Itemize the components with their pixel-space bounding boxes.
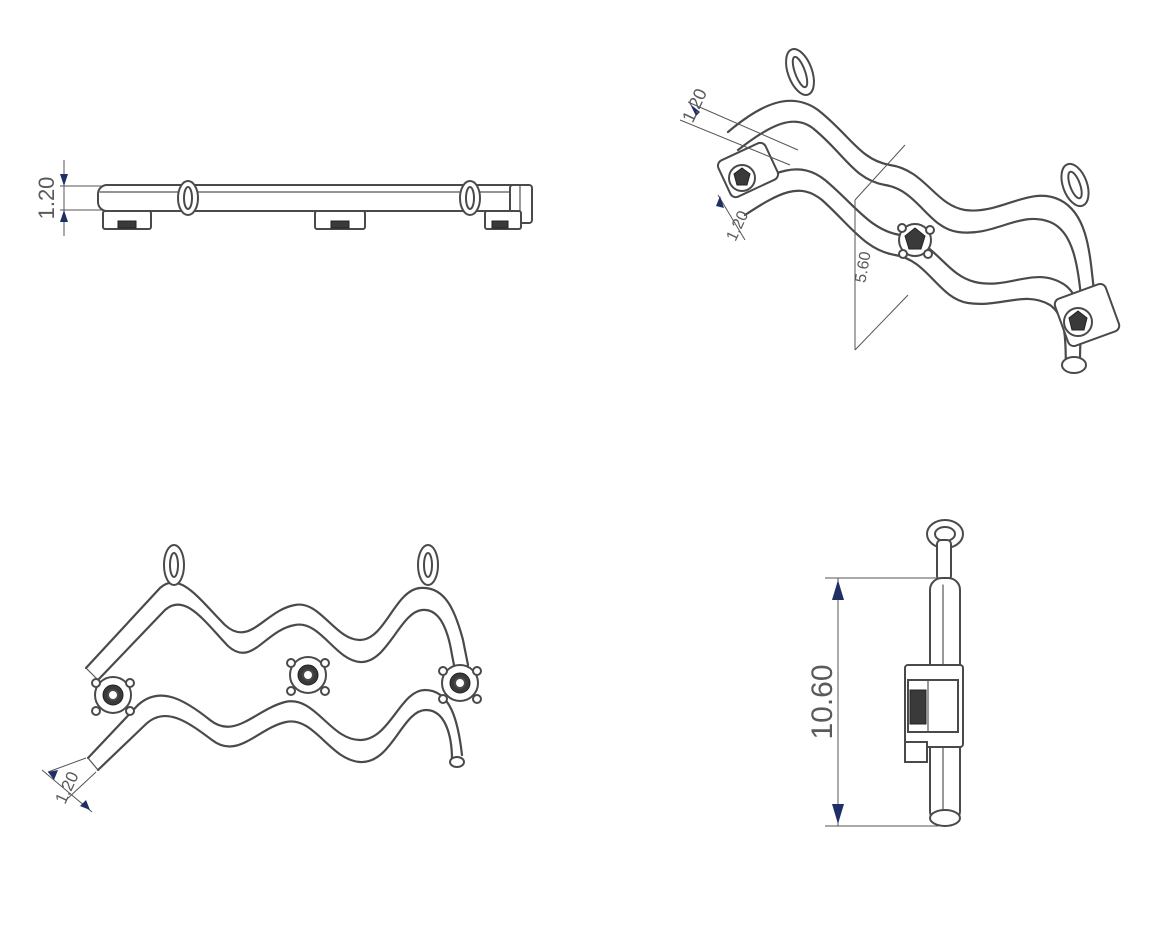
- side-view: 10.60: [806, 519, 964, 827]
- side-view-dimension: 10.60: [806, 577, 938, 827]
- side-view-setting: [904, 664, 964, 763]
- iso-setting-left: [716, 141, 780, 199]
- iso-setting-right: [1053, 282, 1121, 348]
- top-view-setting-left: [102, 210, 152, 230]
- iso-dimension-c: 5.60: [852, 144, 909, 351]
- top-view-setting-right: [484, 210, 522, 230]
- iso-dimension-b-label: 1.20: [724, 208, 753, 243]
- top-view: 1.20: [34, 160, 533, 236]
- top-view-dimension-label: 1.20: [34, 177, 59, 220]
- isometric-view: 1.20 1.20 5.60: [678, 48, 1121, 374]
- front-view-setting-right: [438, 664, 482, 704]
- top-view-dimension: 1.20: [34, 160, 102, 236]
- side-view-dimension-label: 10.60: [806, 664, 839, 739]
- iso-setting-middle: [897, 223, 935, 259]
- front-view-setting-left: [91, 676, 135, 716]
- front-view-dimension: 1.20: [41, 757, 97, 813]
- front-view-setting-middle: [286, 656, 330, 696]
- iso-dimension-c-label: 5.60: [852, 250, 874, 284]
- iso-dimension-b: 1.20: [716, 194, 753, 244]
- front-view: 1.20: [41, 544, 482, 813]
- iso-dimension-a-label: 1.20: [678, 85, 711, 125]
- top-view-setting-middle: [314, 210, 366, 230]
